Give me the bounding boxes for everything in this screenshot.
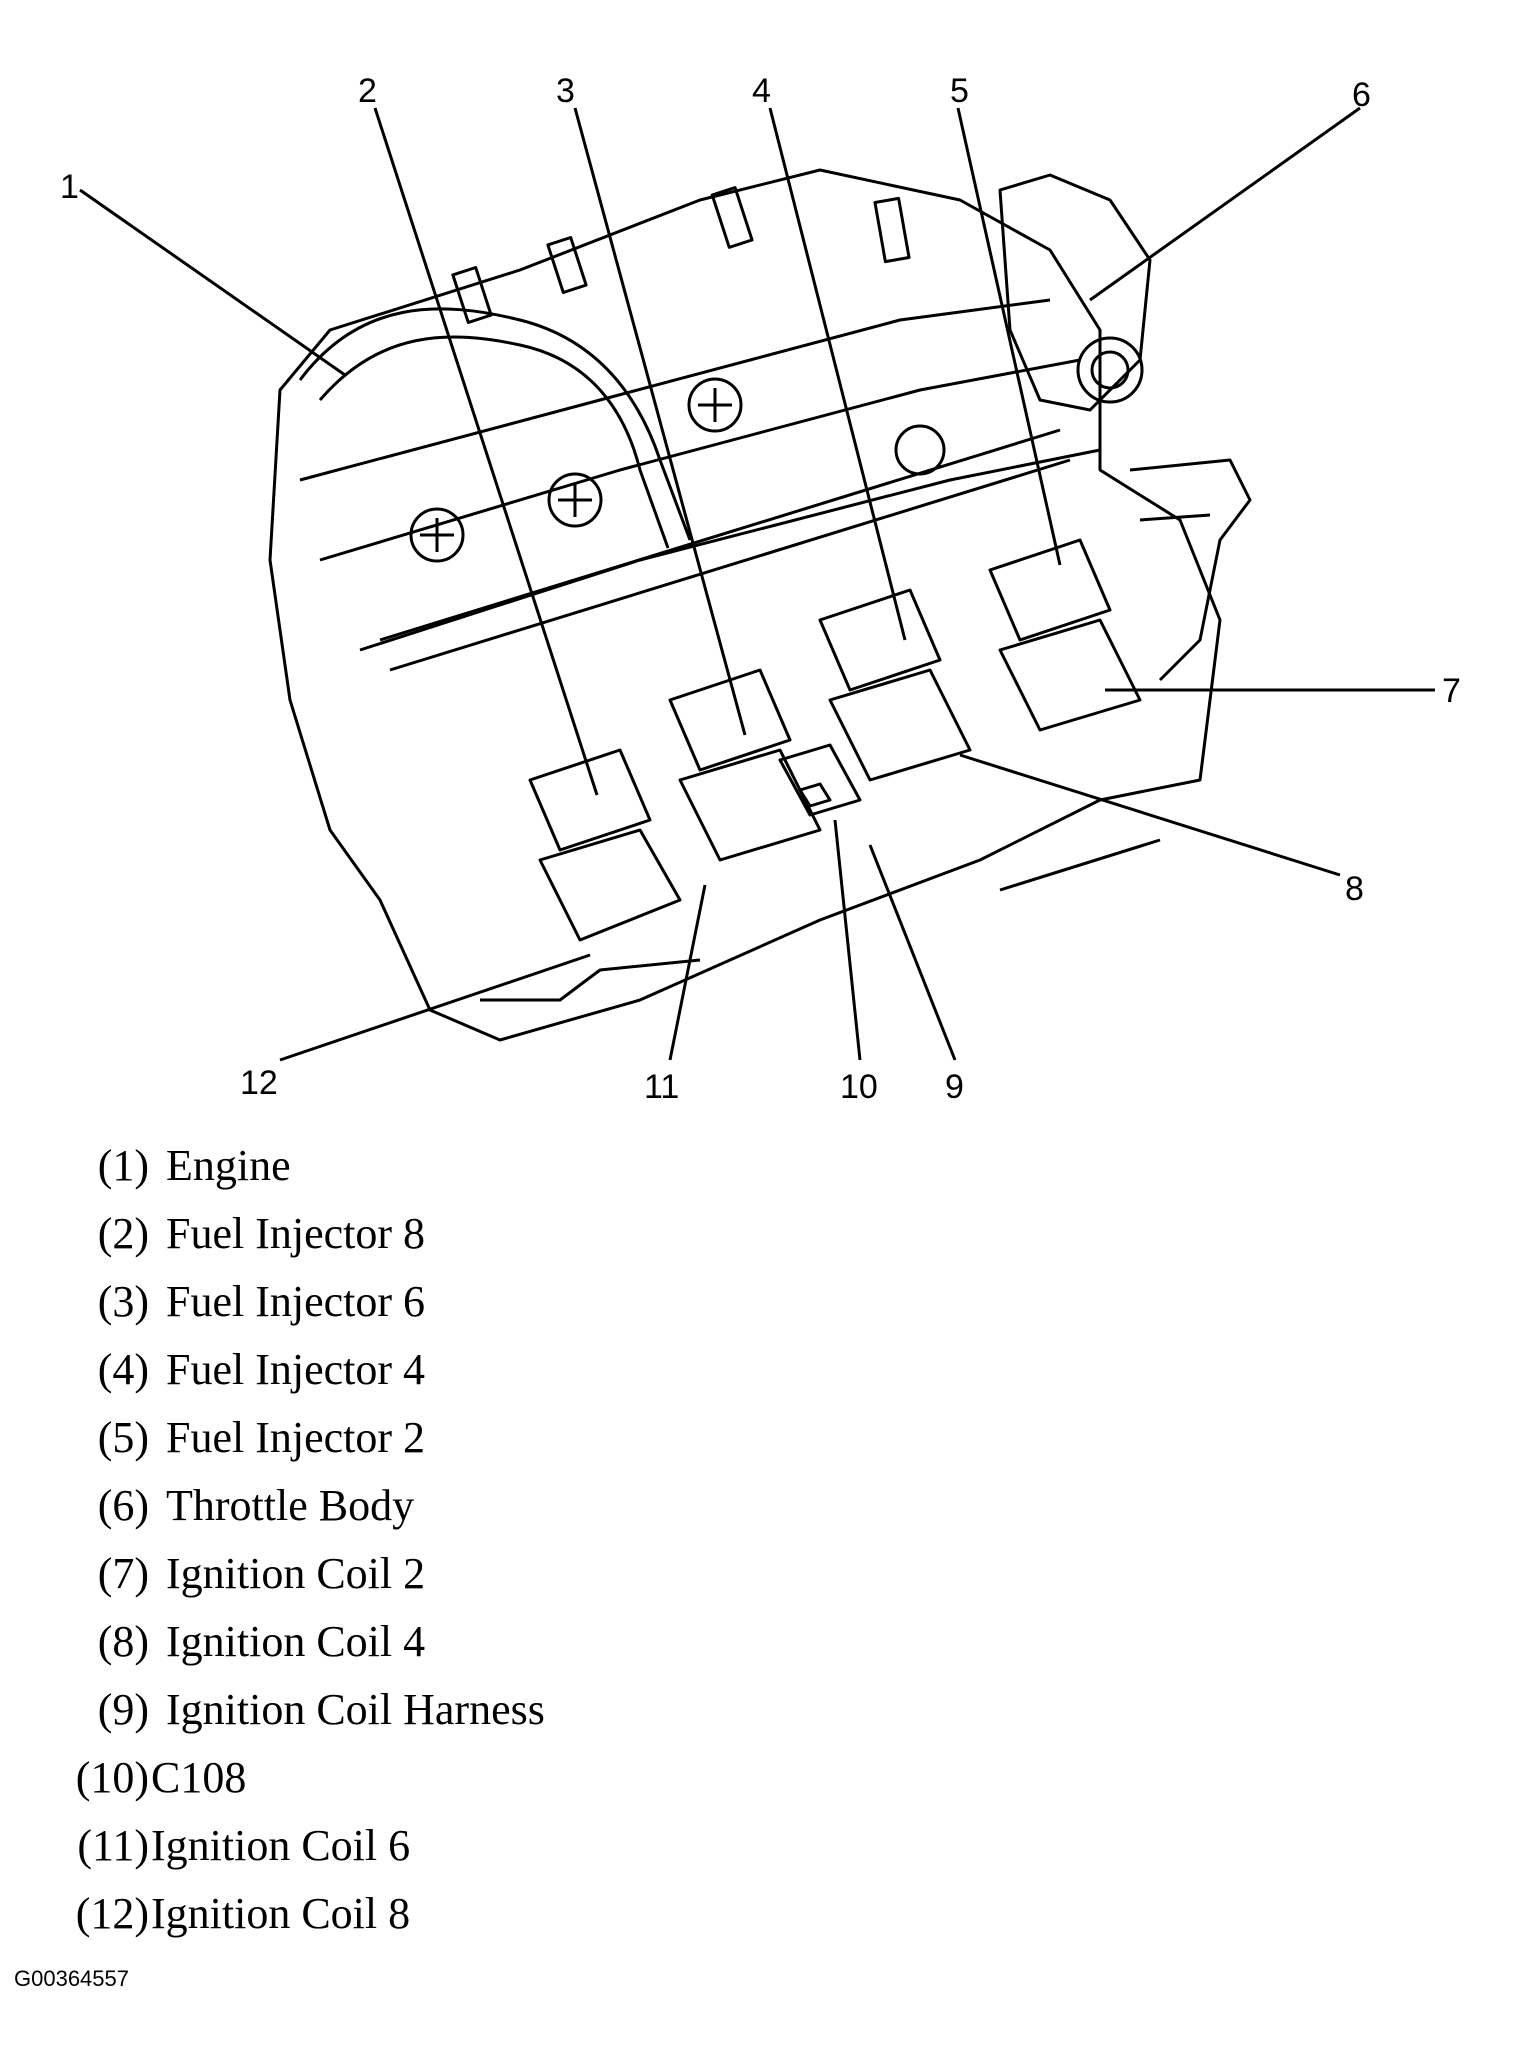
callout-12: 12 xyxy=(240,1064,278,1102)
engine-illustration xyxy=(268,168,1252,1042)
callout-9: 9 xyxy=(945,1068,964,1106)
legend-number: (3) xyxy=(97,1277,149,1326)
callout-6: 6 xyxy=(1352,76,1371,114)
callout-11: 11 xyxy=(644,1068,679,1106)
legend-label: Ignition Coil 4 xyxy=(166,1617,426,1666)
legend-number: (4) xyxy=(97,1345,149,1394)
legend-label: C108 xyxy=(151,1753,247,1802)
legend-item: (11)Ignition Coil 6 xyxy=(52,1812,952,1880)
callout-4: 4 xyxy=(752,72,771,110)
legend-item: (5) Fuel Injector 2 xyxy=(52,1404,952,1472)
legend-label: Ignition Coil 6 xyxy=(151,1821,411,1870)
legend-number: (8) xyxy=(97,1617,149,1666)
legend-label: Ignition Coil 2 xyxy=(166,1549,426,1598)
callout-1: 1 xyxy=(60,168,79,206)
legend-number: (9) xyxy=(97,1685,149,1734)
figure-id: G00364557 xyxy=(14,1966,129,1991)
leader-lines xyxy=(79,106,1435,1062)
legend-number: (10) xyxy=(75,1753,149,1802)
engine-diagram: 1 2 3 4 5 6 7 8 9 10 11 12 xyxy=(60,72,1461,1106)
legend-number: (11) xyxy=(77,1821,149,1870)
legend-label: Throttle Body xyxy=(166,1481,415,1530)
legend-number: (5) xyxy=(97,1413,149,1462)
callout-5: 5 xyxy=(950,72,969,110)
legend-item: (6) Throttle Body xyxy=(52,1472,952,1540)
legend-label: Ignition Coil 8 xyxy=(151,1889,411,1938)
callout-8: 8 xyxy=(1345,870,1364,908)
callout-10: 10 xyxy=(840,1068,878,1106)
legend-item: (8) Ignition Coil 4 xyxy=(52,1608,952,1676)
legend-label: Fuel Injector 8 xyxy=(166,1209,426,1258)
legend-label: Fuel Injector 6 xyxy=(166,1277,426,1326)
legend-item: (4) Fuel Injector 4 xyxy=(52,1336,952,1404)
legend-label: Engine xyxy=(166,1141,291,1190)
callout-3: 3 xyxy=(556,72,575,110)
legend-number: (2) xyxy=(97,1209,149,1258)
legend-item: (10)C108 xyxy=(52,1744,952,1812)
legend-number: (1) xyxy=(97,1141,149,1190)
callout-7: 7 xyxy=(1442,672,1461,710)
legend-label: Ignition Coil Harness xyxy=(166,1685,545,1734)
legend-label: Fuel Injector 2 xyxy=(166,1413,426,1462)
parts-legend: (1) Engine (2) Fuel Injector 8 (3) Fuel Inj… xyxy=(52,1132,952,1948)
legend-label: Fuel Injector 4 xyxy=(166,1345,426,1394)
legend-item: (12)Ignition Coil 8 xyxy=(52,1880,952,1948)
legend-number: (12) xyxy=(75,1889,149,1938)
legend-item: (9) Ignition Coil Harness xyxy=(52,1676,952,1744)
callout-2: 2 xyxy=(358,72,377,110)
legend-number: (6) xyxy=(97,1481,149,1530)
legend-item: (1) Engine xyxy=(52,1132,952,1200)
legend-item: (3) Fuel Injector 6 xyxy=(52,1268,952,1336)
legend-item: (7) Ignition Coil 2 xyxy=(52,1540,952,1608)
legend-item: (2) Fuel Injector 8 xyxy=(52,1200,952,1268)
legend-number: (7) xyxy=(97,1549,149,1598)
